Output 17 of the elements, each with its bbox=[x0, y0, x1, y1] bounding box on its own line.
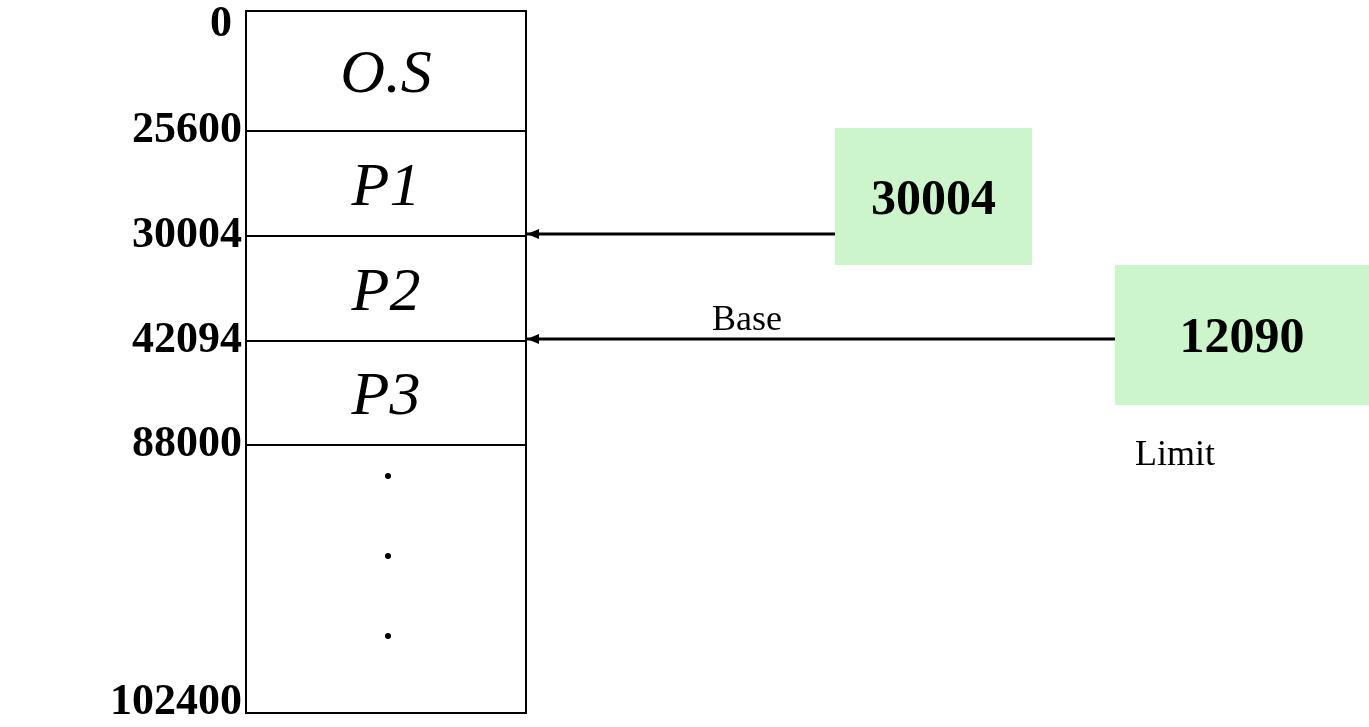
address-label: 25600 bbox=[132, 106, 242, 150]
arrow bbox=[527, 229, 835, 239]
address-label: 42094 bbox=[132, 316, 242, 360]
address-label: 102400 bbox=[110, 678, 242, 722]
address-label: 0 bbox=[210, 0, 232, 44]
segment-label: O.S bbox=[340, 40, 432, 102]
address-label: 30004 bbox=[132, 211, 242, 255]
register-label: Limit bbox=[1135, 435, 1215, 471]
segment-label: P2 bbox=[351, 257, 421, 320]
register-label: Base bbox=[712, 300, 782, 336]
address-label: 88000 bbox=[132, 420, 242, 464]
register-box: 30004 bbox=[835, 128, 1032, 265]
segment-label: P1 bbox=[351, 152, 421, 215]
arrow bbox=[527, 334, 1115, 344]
segment-label: P3 bbox=[351, 362, 421, 424]
register-box: 12090 bbox=[1115, 265, 1369, 405]
memory-box bbox=[245, 10, 527, 714]
